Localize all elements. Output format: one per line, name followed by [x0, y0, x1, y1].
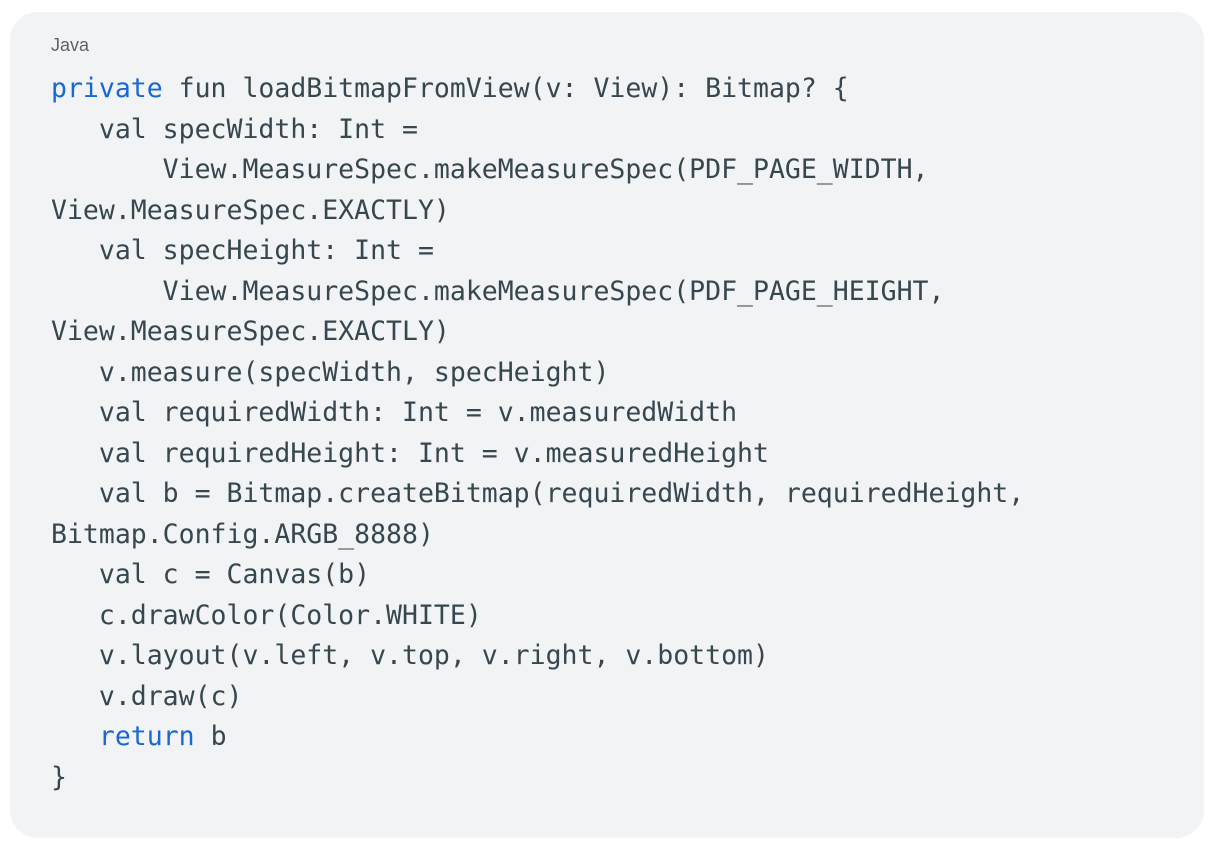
code-line: return b — [51, 717, 1166, 758]
code-token-keyword: private — [51, 73, 163, 104]
code-line: private fun loadBitmapFromView(v: View):… — [51, 69, 1166, 110]
code-token-plain: } — [51, 761, 67, 793]
code-line: val c = Canvas(b) — [51, 555, 1166, 596]
code-line: v.draw(c) — [51, 677, 1166, 718]
code-token-plain: v.measure(specWidth, specHeight) — [51, 356, 610, 388]
code-line: v.layout(v.left, v.top, v.right, v.botto… — [51, 636, 1166, 677]
code-line: c.drawColor(Color.WHITE) — [51, 596, 1166, 637]
code-line: val requiredWidth: Int = v.measuredWidth — [51, 393, 1166, 434]
code-token-plain: v.layout(v.left, v.top, v.right, v.botto… — [51, 640, 769, 671]
code-token-plain: b — [194, 721, 227, 752]
code-block-card: Java private fun loadBitmapFromView(v: V… — [10, 12, 1204, 838]
code-line: } — [51, 758, 1166, 799]
code-token-plain: c.drawColor(Color.WHITE) — [51, 599, 482, 631]
code-line: View.MeasureSpec.makeMeasureSpec(PDF_PAG… — [51, 150, 1166, 191]
code-line: View.MeasureSpec.EXACTLY) — [51, 191, 1166, 232]
code-token-plain — [51, 721, 99, 752]
code-token-plain: val specWidth: Int = — [51, 113, 418, 145]
code-line: val b = Bitmap.createBitmap(requiredWidt… — [51, 474, 1166, 515]
code-token-plain: View.MeasureSpec.makeMeasureSpec(PDF_PAG… — [51, 154, 929, 185]
code-language-label: Java — [51, 35, 90, 55]
code-token-plain: View.MeasureSpec.EXACTLY) — [51, 316, 450, 347]
code-token-plain: fun loadBitmapFromView(v: View): Bitmap?… — [162, 73, 849, 104]
code-content: private fun loadBitmapFromView(v: View):… — [51, 69, 1166, 798]
code-line: val specWidth: Int = — [51, 110, 1166, 151]
code-token-plain: v.draw(c) — [51, 680, 243, 712]
code-token-plain: val specHeight: Int = — [51, 235, 434, 266]
code-token-plain: val c = Canvas(b) — [51, 559, 371, 590]
code-token-plain: View.MeasureSpec.makeMeasureSpec(PDF_PAG… — [51, 275, 945, 307]
code-line: View.MeasureSpec.EXACTLY) — [51, 312, 1166, 353]
code-token-plain: View.MeasureSpec.EXACTLY) — [51, 194, 450, 226]
code-token-plain: val requiredWidth: Int = v.measuredWidth — [51, 397, 738, 428]
code-line: Bitmap.Config.ARGB_8888) — [51, 515, 1166, 556]
code-token-plain: Bitmap.Config.ARGB_8888) — [51, 518, 434, 550]
code-token-plain: val requiredHeight: Int = v.measuredHeig… — [51, 437, 769, 469]
code-line: val requiredHeight: Int = v.measuredHeig… — [51, 434, 1166, 475]
code-line: v.measure(specWidth, specHeight) — [51, 353, 1166, 394]
code-token-keyword: return — [98, 721, 195, 752]
code-token-plain: val b = Bitmap.createBitmap(requiredWidt… — [51, 478, 1025, 509]
code-line: View.MeasureSpec.makeMeasureSpec(PDF_PAG… — [51, 272, 1166, 313]
code-line: val specHeight: Int = — [51, 231, 1166, 272]
